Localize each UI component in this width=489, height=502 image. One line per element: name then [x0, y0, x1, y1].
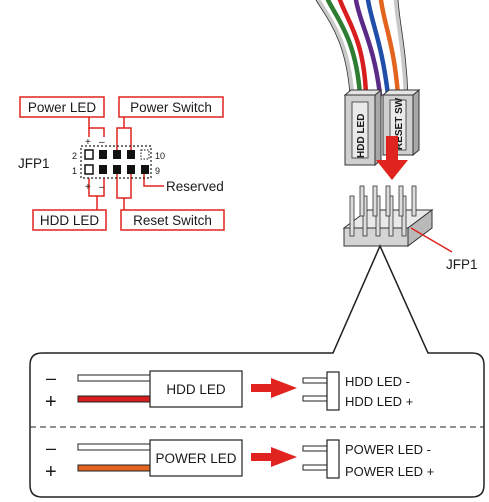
hdd-pin-block	[326, 371, 340, 411]
power-pin-minus-label: POWER LED -	[345, 442, 431, 457]
hdd-plus-sign: +	[45, 391, 57, 413]
hdd-led-block	[149, 370, 243, 408]
hdd-wire-minus	[77, 374, 151, 382]
jfp1-connector-label: JFP1	[446, 257, 478, 272]
hdd-led-label: HDD LED	[32, 209, 107, 231]
hdd-pin-minus-label: HDD LED -	[345, 374, 410, 389]
hdd-pin-plus-label: HDD LED +	[345, 394, 413, 409]
pin-number-10: 10	[155, 151, 165, 161]
jfp1-pinout-label: JFP1	[18, 156, 50, 171]
svg-text:Power Switch: Power Switch	[130, 100, 212, 115]
jfp1-leader	[410, 227, 453, 253]
hdd-arrow-shaft	[251, 384, 273, 392]
power-led-block	[149, 439, 243, 477]
power-led-row: – + POWER LED POWER LED - POWER LED +	[45, 438, 434, 483]
detail-panel: – + HDD LED HDD LED - HDD LED + – + POWE…	[29, 244, 485, 498]
polarity-minus-bottom: –	[99, 182, 105, 193]
hdd-led-plug: HDD LED	[343, 88, 383, 167]
power-wire-plus	[77, 464, 151, 472]
power-pin-block	[326, 439, 340, 479]
reserved-label: Reserved	[166, 179, 224, 194]
power-led-block-label: POWER LED	[155, 451, 236, 466]
pinout-leaders	[88, 117, 164, 210]
connector-illustration: HDD LED RESET SW	[315, 0, 478, 354]
board-pin-header	[342, 185, 434, 247]
pin-number-9: 9	[155, 166, 160, 176]
svg-text:Reset Switch: Reset Switch	[133, 213, 212, 228]
hdd-led-plug-label: HDD LED	[356, 114, 367, 158]
reset-switch-label: Reset Switch	[120, 209, 225, 231]
polarity-plus-bottom: +	[85, 182, 91, 193]
hdd-led-block-label: HDD LED	[166, 382, 226, 397]
power-plus-sign: +	[45, 461, 57, 483]
reset-sw-plug-label: RESET SW	[394, 97, 405, 150]
pin-number-2: 2	[72, 151, 77, 161]
pinout-schematic: Power LED Power Switch HDD LED Reset Swi…	[18, 96, 225, 231]
hdd-wire-plus	[77, 395, 151, 403]
hdd-arrow-head	[271, 378, 297, 398]
svg-text:Power LED: Power LED	[28, 100, 97, 115]
polarity-minus-top: –	[99, 137, 105, 148]
power-minus-sign: –	[46, 438, 56, 458]
pin-number-1: 1	[72, 166, 77, 176]
power-led-label: Power LED	[19, 96, 105, 118]
cable-wires	[315, 0, 409, 98]
hdd-minus-sign: –	[46, 368, 56, 388]
svg-text:HDD LED: HDD LED	[40, 213, 100, 228]
pin-header-outline	[80, 145, 152, 179]
power-switch-label: Power Switch	[118, 96, 224, 118]
power-arrow-head	[271, 447, 297, 467]
pin-grid	[84, 149, 150, 175]
power-pin-plus-label: POWER LED +	[345, 464, 434, 479]
polarity-plus-top: +	[85, 137, 91, 148]
hdd-led-row: – + HDD LED HDD LED - HDD LED +	[45, 368, 413, 413]
insert-arrow	[376, 136, 408, 180]
power-wire-minus	[77, 443, 151, 451]
power-arrow-shaft	[251, 453, 273, 461]
